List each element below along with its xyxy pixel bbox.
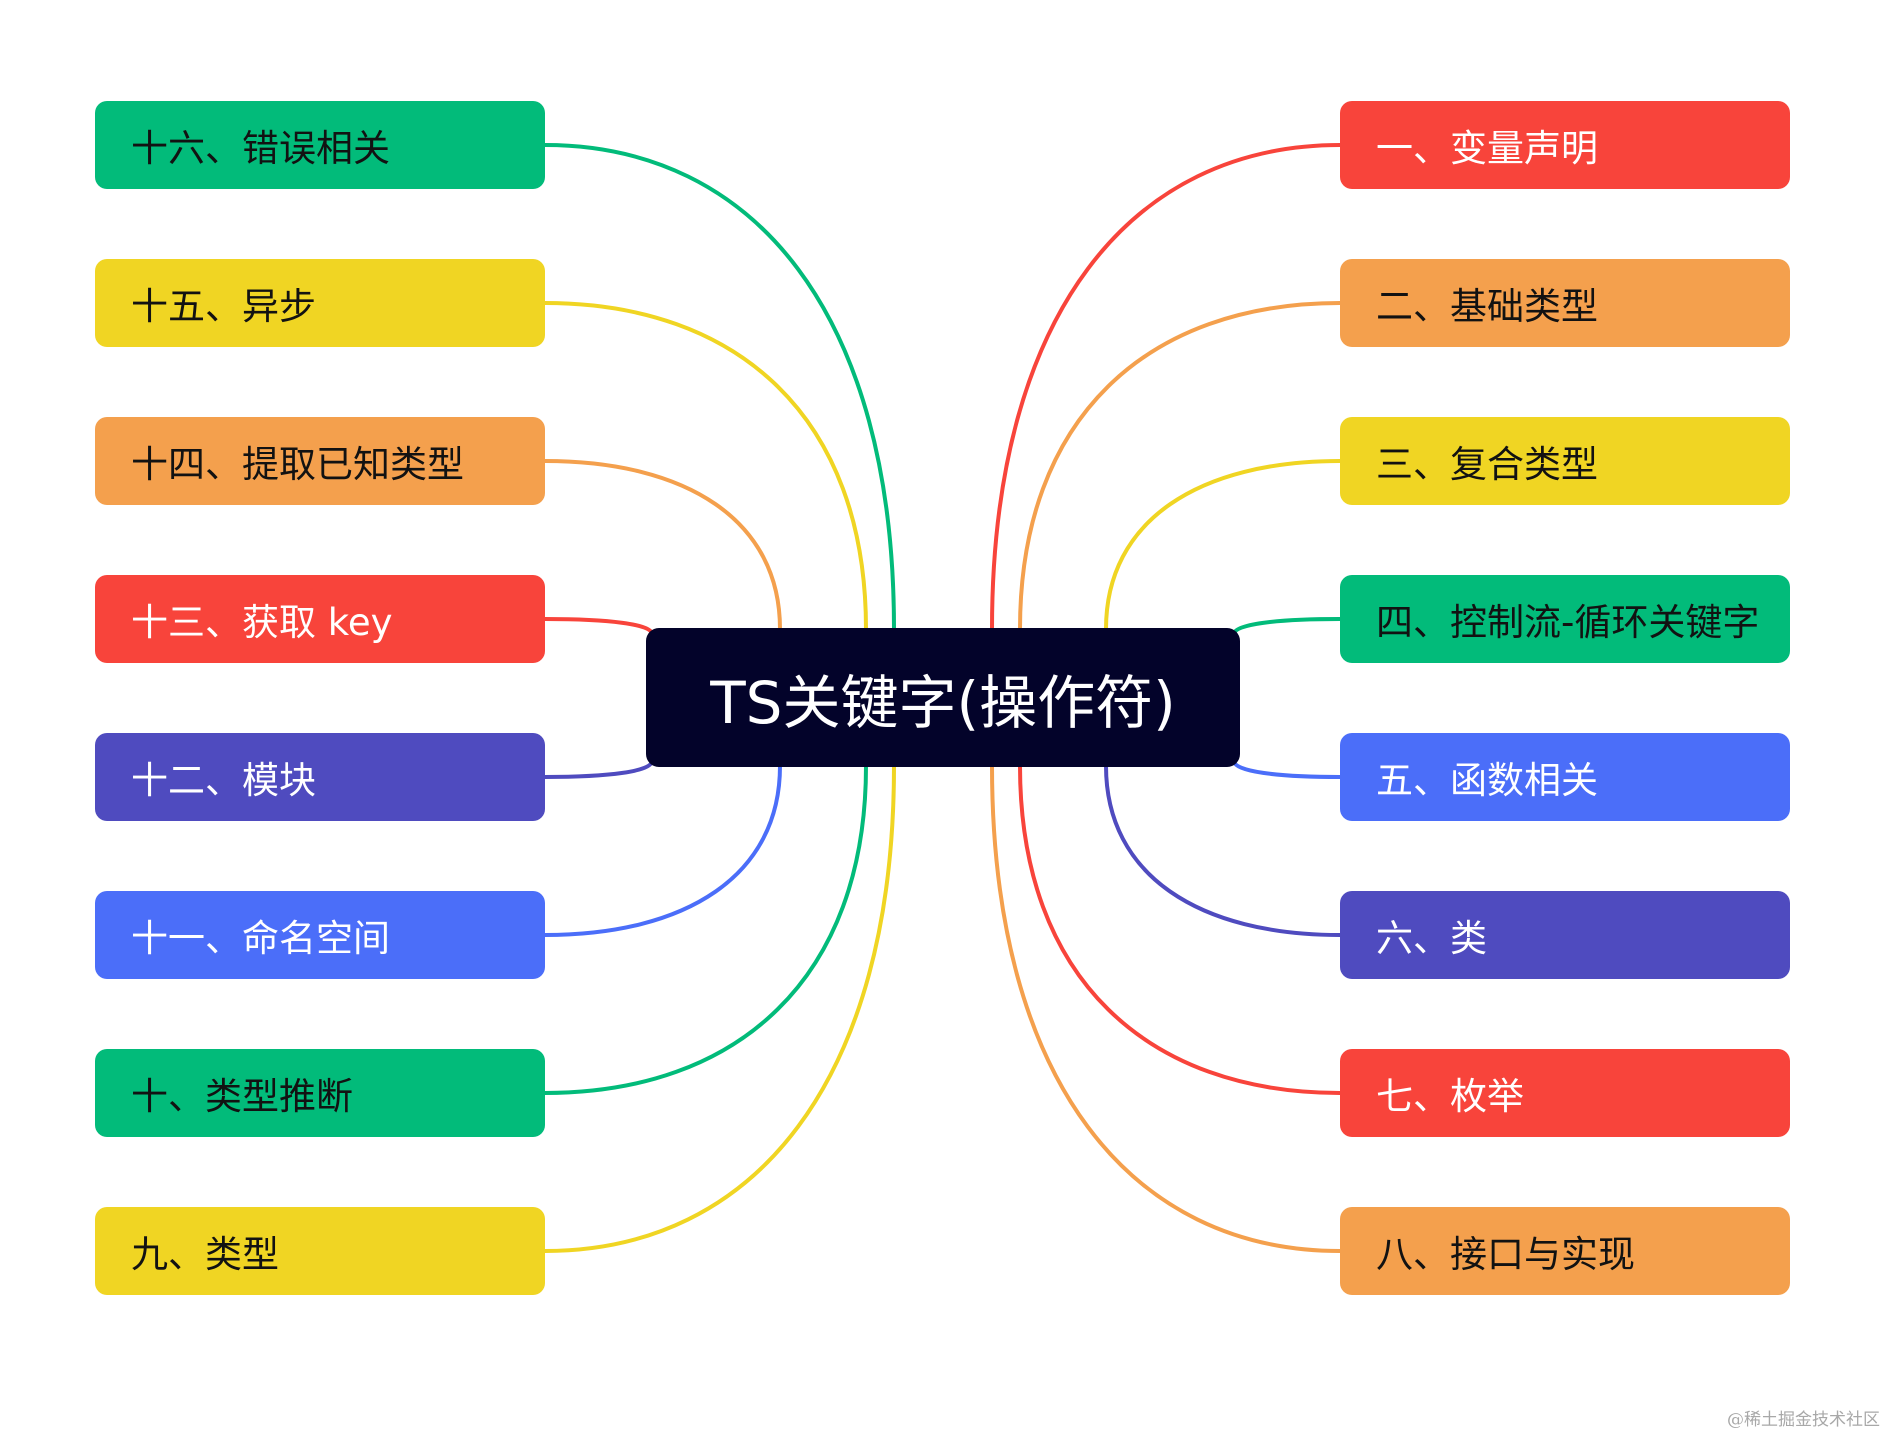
topic-node-modules[interactable]: 十二、模块 — [95, 733, 545, 821]
topic-label: 八、接口与实现 — [1376, 1233, 1635, 1276]
connector-line-right-6 — [1104, 764, 1342, 937]
topic-label: 二、基础类型 — [1376, 285, 1598, 328]
topic-node-types[interactable]: 九、类型 — [95, 1207, 545, 1295]
connector-line-left-6 — [543, 764, 782, 937]
topic-node-classes[interactable]: 六、类 — [1340, 891, 1790, 979]
topic-node-functions[interactable]: 五、函数相关 — [1340, 733, 1790, 821]
topic-label: 六、类 — [1376, 917, 1487, 960]
topic-node-interfaces[interactable]: 八、接口与实现 — [1340, 1207, 1790, 1295]
topic-label: 九、类型 — [131, 1233, 279, 1276]
topic-node-basic-types[interactable]: 二、基础类型 — [1340, 259, 1790, 347]
topic-node-get-key[interactable]: 十三、获取 key — [95, 575, 545, 663]
topic-label: 十五、异步 — [131, 285, 316, 328]
topic-label: 十四、提取已知类型 — [131, 443, 464, 486]
connector-line-left-3 — [543, 459, 782, 631]
connector-line-left-1 — [543, 143, 896, 631]
connector-line-left-5 — [543, 759, 654, 779]
topic-node-type-inference[interactable]: 十、类型推断 — [95, 1049, 545, 1137]
topic-node-namespaces[interactable]: 十一、命名空间 — [95, 891, 545, 979]
topic-label: 十一、命名空间 — [131, 917, 390, 960]
connector-line-right-7 — [1018, 764, 1342, 1095]
connector-line-right-3 — [1104, 459, 1342, 631]
connector-line-left-7 — [543, 764, 868, 1095]
topic-label: 十三、获取 key — [131, 601, 393, 644]
connector-line-right-4 — [1232, 617, 1342, 636]
topic-label: 五、函数相关 — [1376, 759, 1598, 802]
topic-label: 十、类型推断 — [131, 1075, 353, 1118]
connector-line-left-4 — [543, 617, 654, 636]
topic-node-control-flow[interactable]: 四、控制流-循环关键字 — [1340, 575, 1790, 663]
watermark: @稀土掘金技术社区 — [1727, 1410, 1880, 1430]
topic-node-enums[interactable]: 七、枚举 — [1340, 1049, 1790, 1137]
topic-node-async[interactable]: 十五、异步 — [95, 259, 545, 347]
topic-label: 三、复合类型 — [1376, 443, 1598, 486]
connector-line-right-1 — [990, 143, 1342, 631]
topic-label: 七、枚举 — [1376, 1075, 1524, 1118]
connector-line-left-2 — [543, 301, 868, 631]
topic-label: 十二、模块 — [131, 759, 316, 802]
topic-node-composite-types[interactable]: 三、复合类型 — [1340, 417, 1790, 505]
topic-label: 一、变量声明 — [1376, 127, 1598, 170]
topic-node-error-handling[interactable]: 十六、错误相关 — [95, 101, 545, 189]
topic-node-extract-known-types[interactable]: 十四、提取已知类型 — [95, 417, 545, 505]
topic-label: 四、控制流-循环关键字 — [1376, 601, 1760, 644]
root-topic-label: TS关键字(操作符) — [710, 668, 1176, 737]
connector-line-left-8 — [543, 764, 896, 1253]
root-topic-node[interactable]: TS关键字(操作符) — [646, 628, 1240, 767]
connector-line-right-8 — [990, 764, 1342, 1253]
topic-label: 十六、错误相关 — [131, 127, 390, 170]
connector-line-right-5 — [1232, 759, 1342, 779]
connector-line-right-2 — [1018, 301, 1342, 631]
topic-node-variable-declaration[interactable]: 一、变量声明 — [1340, 101, 1790, 189]
